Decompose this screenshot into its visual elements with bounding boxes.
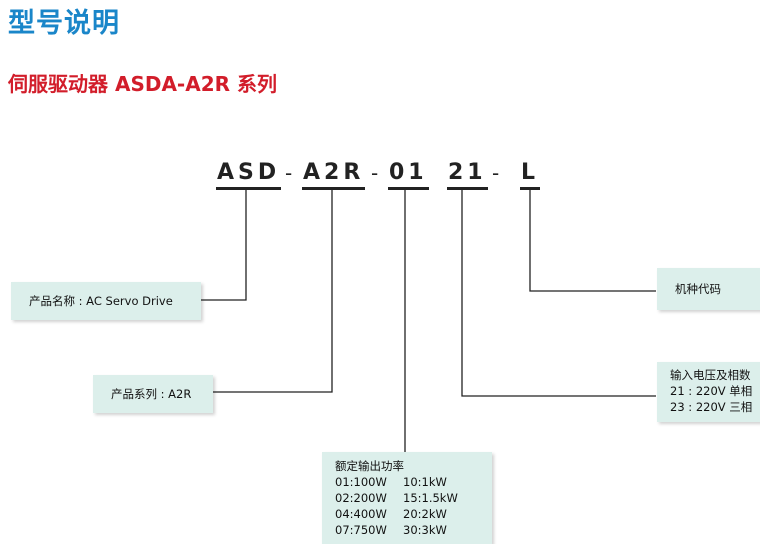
connector-power-input	[461, 190, 656, 397]
code-dash: -	[285, 161, 293, 185]
power-input-row: 23 : 220V 三相	[670, 400, 753, 414]
connector-product-series	[212, 190, 333, 393]
code-segment-model: L	[520, 159, 541, 190]
product-name-box: 产品名称 : AC Servo Drive	[11, 282, 201, 320]
rated-power-box: 额定输出功率 01:100W 10:1kW 02:200W 15:1.5kW 0…	[322, 452, 492, 544]
rated-power-cell: 07:750W	[335, 523, 387, 537]
model-code-box: 机种代码	[657, 268, 760, 310]
connector-model-code	[529, 190, 656, 292]
product-name-label: 产品名称 : AC Servo Drive	[29, 294, 173, 308]
series-subtitle: 伺服驱动器 ASDA-A2R 系列	[8, 72, 277, 96]
code-segment-series: A2R	[302, 159, 366, 190]
power-input-row: 21 : 220V 单相	[670, 384, 753, 398]
code-dash: -	[371, 161, 379, 185]
rated-power-cell: 01:100W	[335, 475, 387, 489]
rated-power-cell: 04:400W	[335, 507, 387, 521]
power-input-title: 输入电压及相数	[670, 368, 751, 382]
product-series-box: 产品系列 : A2R	[93, 375, 213, 413]
rated-power-title: 额定输出功率	[335, 459, 404, 473]
product-series-label: 产品系列 : A2R	[111, 387, 192, 401]
code-dash: -	[492, 161, 500, 185]
code-segment-input: 21	[447, 159, 488, 190]
connector-product-name	[200, 190, 247, 301]
code-segment-power: 01	[388, 159, 429, 190]
model-code: ASD - A2R - 01 21 - L	[0, 159, 760, 190]
power-input-box: 输入电压及相数 21 : 220V 单相 23 : 220V 三相	[657, 362, 760, 422]
rated-power-cell: 15:1.5kW	[403, 491, 458, 505]
rated-power-cell: 10:1kW	[403, 475, 447, 489]
page-title: 型号说明	[8, 8, 120, 39]
code-segment-asd: ASD	[216, 159, 282, 190]
rated-power-cell: 30:3kW	[403, 523, 447, 537]
rated-power-table: 01:100W 10:1kW 02:200W 15:1.5kW 04:400W …	[335, 474, 492, 538]
rated-power-cell: 20:2kW	[403, 507, 447, 521]
rated-power-cell: 02:200W	[335, 491, 387, 505]
model-code-label: 机种代码	[675, 282, 721, 296]
